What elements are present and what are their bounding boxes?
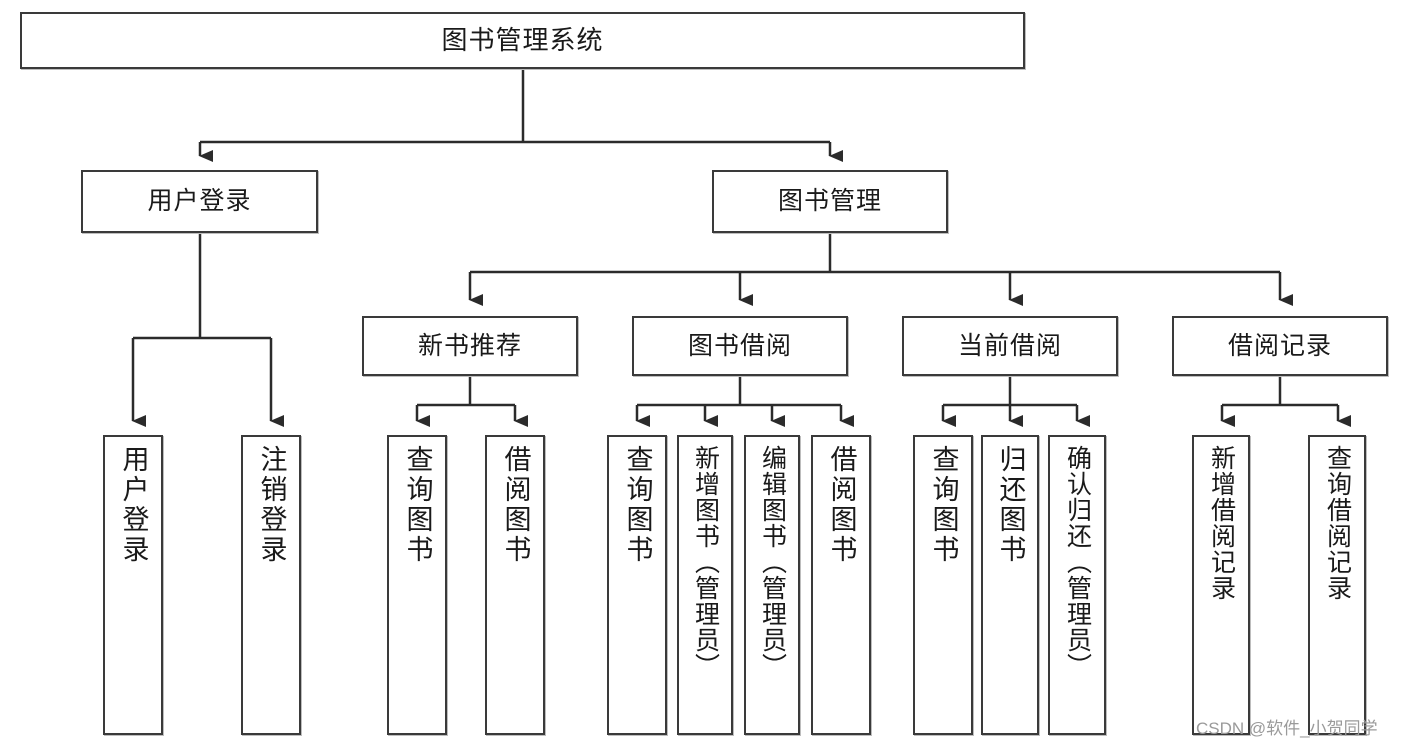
node-borrow-record[interactable]: 借阅记录 [1172, 316, 1388, 376]
leaf-query-book-borrow[interactable]: 查询图书 [607, 435, 667, 735]
node-label: 新增借阅记录 [1207, 445, 1236, 601]
node-new-book-recommend[interactable]: 新书推荐 [362, 316, 578, 376]
node-label: 新增图书（管理员） [691, 445, 720, 679]
leaf-add-book-admin[interactable]: 新增图书（管理员） [677, 435, 733, 735]
node-label: 新书推荐 [417, 331, 522, 360]
leaf-edit-book-admin[interactable]: 编辑图书（管理员） [744, 435, 800, 735]
node-label: 图书管理系统 [441, 24, 604, 55]
leaf-user-login[interactable]: 用户登录 [103, 435, 163, 735]
node-label: 当前借阅 [957, 331, 1062, 360]
node-label: 图书管理 [777, 187, 882, 216]
node-current-borrow[interactable]: 当前借阅 [902, 316, 1118, 376]
leaf-query-book-recommend[interactable]: 查询图书 [387, 435, 447, 735]
leaf-logout-login[interactable]: 注销登录 [241, 435, 301, 735]
node-label: 归还图书 [995, 445, 1026, 565]
leaf-borrow-book-borrow[interactable]: 借阅图书 [811, 435, 871, 735]
leaf-query-borrow-record[interactable]: 查询借阅记录 [1308, 435, 1366, 735]
node-label: 查询图书 [928, 445, 959, 565]
node-label: 借阅记录 [1227, 331, 1332, 360]
node-label: 编辑图书（管理员） [758, 445, 787, 679]
node-label: 借阅图书 [826, 445, 857, 565]
leaf-add-borrow-record[interactable]: 新增借阅记录 [1192, 435, 1250, 735]
node-label: 注销登录 [256, 445, 287, 565]
leaf-return-book[interactable]: 归还图书 [981, 435, 1039, 735]
node-book-borrow[interactable]: 图书借阅 [632, 316, 848, 376]
node-book-manage[interactable]: 图书管理 [712, 170, 948, 233]
csdn-watermark: CSDN @软件_小贺同学 [1196, 719, 1378, 738]
node-label: 图书借阅 [687, 331, 792, 360]
node-label: 查询图书 [402, 445, 433, 565]
node-root-system[interactable]: 图书管理系统 [20, 12, 1025, 69]
node-label: 查询图书 [622, 445, 653, 565]
node-label: 用户登录 [118, 445, 149, 565]
leaf-confirm-return-admin[interactable]: 确认归还（管理员） [1048, 435, 1106, 735]
node-label: 用户登录 [147, 187, 252, 216]
node-user-login[interactable]: 用户登录 [81, 170, 318, 233]
leaf-borrow-book-recommend[interactable]: 借阅图书 [485, 435, 545, 735]
leaf-query-book-current[interactable]: 查询图书 [913, 435, 973, 735]
node-label: 确认归还（管理员） [1063, 445, 1092, 679]
node-label: 借阅图书 [500, 445, 531, 565]
node-label: 查询借阅记录 [1323, 445, 1352, 601]
